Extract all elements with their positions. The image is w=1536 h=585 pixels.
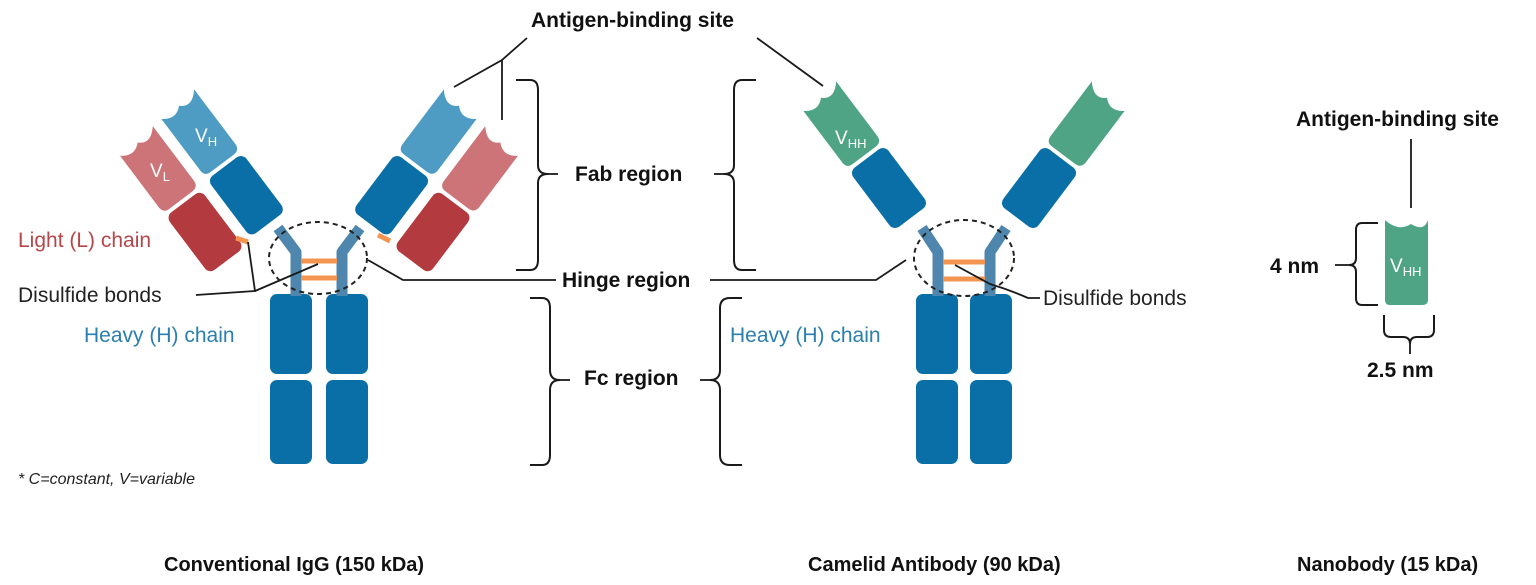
nanobody-height-bracket xyxy=(1348,222,1378,306)
igg-right-cl xyxy=(396,192,470,272)
fab-bracket-right xyxy=(723,79,756,271)
antigen-binding-site-label: Antigen-binding site xyxy=(531,9,734,32)
camelid-hinge-right xyxy=(984,224,1011,296)
igg-left-vl xyxy=(120,126,196,212)
igg-vh-label: VH xyxy=(195,126,217,149)
fc-region-label: Fc region xyxy=(584,367,679,390)
nanobody-width-bracket xyxy=(1383,315,1435,345)
igg-left-cl xyxy=(168,192,242,272)
fab-region-label: Fab region xyxy=(575,163,682,186)
camelid-left-vhh xyxy=(803,81,880,167)
igg-disulfide-label: Disulfide bonds xyxy=(18,284,162,307)
igg-hinge-leader xyxy=(367,259,556,281)
footnote: * C=constant, V=variable xyxy=(18,471,195,488)
nanobody-width-label: 2.5 nm xyxy=(1367,359,1434,382)
nanobody-vhh-label: VHH xyxy=(1390,256,1421,279)
igg-antibody: VH VL xyxy=(120,89,518,464)
nanobody-height-label: 4 nm xyxy=(1270,255,1319,278)
camelid-right-ch1 xyxy=(1001,148,1077,228)
nanobody-title: Nanobody (15 kDa) xyxy=(1297,554,1478,576)
camelid-vhh-label: VHH xyxy=(835,128,866,151)
camelid-title: Camelid Antibody (90 kDa) xyxy=(808,554,1061,576)
igg-heavy-chain-label: Heavy (H) chain xyxy=(84,324,235,347)
fc-bracket-left xyxy=(530,297,561,466)
igg-fc-ch2-left xyxy=(270,294,312,374)
camelid-fc-ch3-left xyxy=(916,380,958,464)
igg-title: Conventional IgG (150 kDa) xyxy=(164,554,424,576)
igg-fc-ch3-right xyxy=(326,380,368,464)
camelid-hinge-circle xyxy=(913,219,1015,297)
igg-left-vh xyxy=(161,89,238,175)
igg-left-light-disulfide xyxy=(235,235,249,245)
camelid-hinge-left xyxy=(917,224,944,296)
camelid-heavy-chain-label: Heavy (H) chain xyxy=(730,324,881,347)
camelid-fc-ch3-right xyxy=(970,380,1012,464)
camelid-fc-ch2-right xyxy=(970,294,1012,374)
nanobody-vhh xyxy=(1385,220,1428,305)
igg-right-vh xyxy=(399,89,477,174)
camelid-disulfide-label: Disulfide bonds xyxy=(1043,287,1187,310)
igg-vl-label: VL xyxy=(150,161,170,184)
camelid-disulfide-leader xyxy=(954,264,1040,299)
camelid-left-ch1 xyxy=(851,148,927,228)
nanobody-antigen-site-label: Antigen-binding site xyxy=(1296,108,1499,131)
igg-left-ch1 xyxy=(209,156,283,235)
camelid-hinge-leader xyxy=(710,259,907,281)
igg-hinge-circle xyxy=(268,221,368,295)
igg-right-vl xyxy=(440,126,518,211)
hinge-region-label: Hinge region xyxy=(562,269,690,292)
igg-fc-ch2-right xyxy=(326,294,368,374)
igg-right-light-disulfide xyxy=(376,232,392,244)
camelid-antibody: VHH xyxy=(803,81,1125,464)
igg-fc-ch3-left xyxy=(270,380,312,464)
fc-bracket-right xyxy=(709,297,742,466)
fab-bracket-left xyxy=(516,79,549,271)
camelid-fc-ch2-left xyxy=(916,294,958,374)
igg-right-ch1 xyxy=(355,156,429,235)
light-chain-label: Light (L) chain xyxy=(18,229,151,252)
igg-hinge-right xyxy=(336,224,365,296)
igg-disulfide-leader-2 xyxy=(254,263,319,292)
camelid-right-vhh xyxy=(1047,81,1125,166)
camelid-antigen-leader xyxy=(756,37,824,87)
igg-hinge-left xyxy=(273,224,302,296)
